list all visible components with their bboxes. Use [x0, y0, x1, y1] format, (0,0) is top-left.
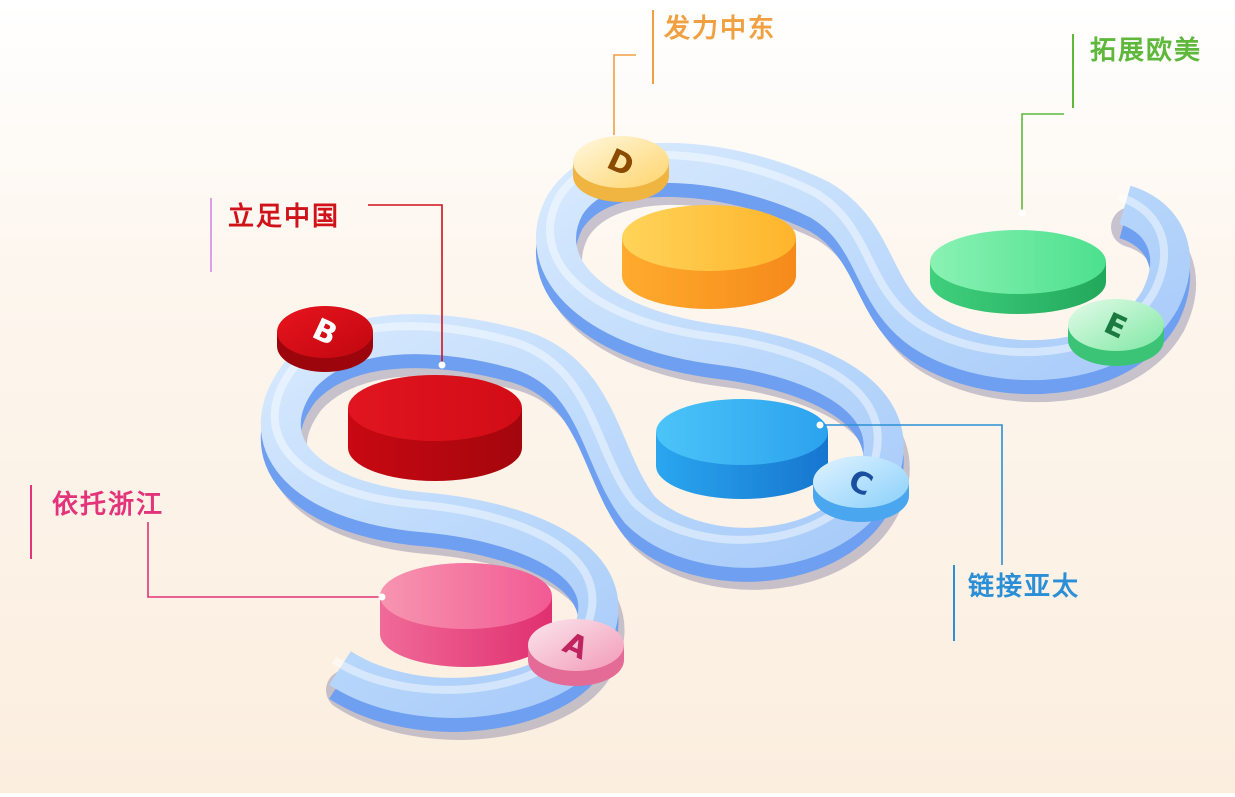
cylinder-a — [380, 563, 552, 667]
label-bar-oumei — [1072, 34, 1074, 108]
label-bar-yatai — [953, 565, 955, 641]
label-bar-zhongguo — [210, 198, 212, 272]
badge-d: D — [573, 136, 669, 202]
leader-line-d — [613, 54, 636, 135]
label-zhongdong: 发力中东 — [664, 14, 777, 44]
cylinder-e — [930, 230, 1106, 314]
cylinder-c — [656, 399, 828, 499]
label-yatai: 链接亚太 — [968, 572, 1081, 602]
label-zhongguo: 立足中国 — [228, 202, 341, 232]
badge-e: E — [1068, 299, 1164, 366]
leader-line-b — [368, 204, 446, 369]
cylinder-d — [622, 205, 796, 309]
badge-c: C — [813, 456, 909, 522]
label-bar-zhongdong — [652, 10, 654, 84]
label-oumei: 拓展欧美 — [1090, 36, 1203, 66]
cylinder-b — [348, 375, 522, 481]
leader-line-c — [816, 421, 1003, 565]
label-bar-zhejiang — [30, 485, 32, 559]
badge-a: A — [528, 619, 624, 686]
label-zhejiang: 依托浙江 — [52, 490, 165, 520]
badge-b: B — [277, 306, 373, 372]
leader-line-a — [147, 522, 386, 601]
leader-line-e — [1018, 113, 1064, 217]
